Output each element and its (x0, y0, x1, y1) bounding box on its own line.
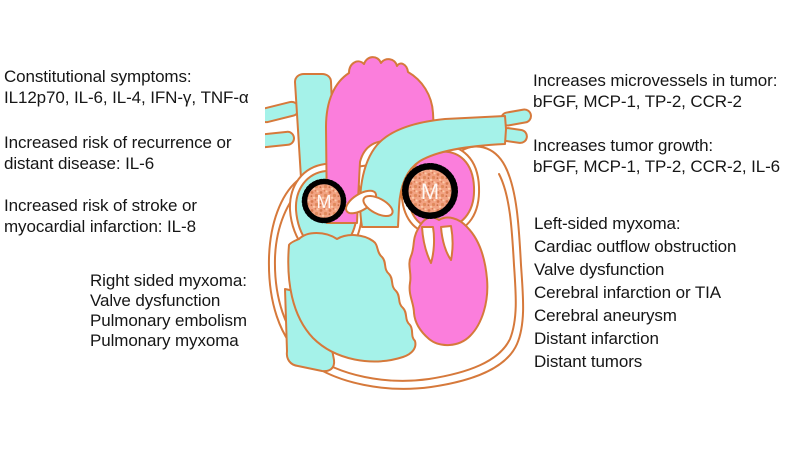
myxoma-label: M (317, 192, 332, 212)
text-line: Right sided myxoma: (90, 271, 247, 290)
right-sided-myxoma-block: Right sided myxoma: Valve dysfunction Pu… (90, 271, 247, 351)
text-line: Valve dysfunction (90, 291, 221, 310)
text-line: Cerebral aneurysm (534, 306, 677, 325)
text-line: bFGF, MCP-1, TP-2, CCR-2 (533, 92, 742, 111)
myxoma-label: M (421, 179, 439, 204)
text-line: bFGF, MCP-1, TP-2, CCR-2, IL-6 (533, 157, 781, 176)
text-line: Pulmonary embolism (90, 311, 247, 330)
pericardium-inner-line (273, 173, 517, 382)
microvessels-block: Increases microvessels in tumor: bFGF, M… (533, 70, 777, 112)
tumor-growth-block: Increases tumor growth: bFGF, MCP-1, TP-… (533, 135, 780, 177)
mitral-leaflet-icon (421, 226, 436, 264)
text-line: Increases tumor growth: (533, 136, 714, 155)
text-line: Cerebral infarction or TIA (534, 283, 721, 302)
left-sided-myxoma-block: Left-sided myxoma: Cardiac outflow obstr… (534, 212, 736, 373)
text-line: Increased risk of recurrence or (4, 133, 232, 152)
text-line: myocardial infarction: IL-8 (4, 217, 196, 236)
valve-leaflet-icon (362, 194, 394, 218)
text-line: distant disease: IL-6 (4, 154, 155, 173)
svc-branch-icon (265, 100, 300, 124)
constitutional-symptoms-block: Constitutional symptoms: IL12p70, IL-6, … (4, 66, 249, 108)
text-line: Pulmonary myxoma (90, 331, 239, 350)
text-line: Increased risk of stroke or (4, 196, 197, 215)
text-line: Valve dysfunction (534, 260, 665, 279)
pulmonary-artery (359, 115, 507, 228)
recurrence-risk-block: Increased risk of recurrence or distant … (4, 132, 232, 174)
text-line: Increases microvessels in tumor: (533, 71, 778, 90)
text-line: Cardiac outflow obstruction (534, 237, 737, 256)
text-line: IL12p70, IL-6, IL-4, IFN-γ, TNF-α (4, 88, 249, 107)
superior-vena-cava (294, 73, 336, 179)
mitral-leaflet-icon (440, 225, 454, 261)
stroke-risk-block: Increased risk of stroke or myocardial i… (4, 195, 197, 237)
text-line: Constitutional symptoms: (4, 67, 192, 86)
heart-diagram: M M (265, 56, 532, 390)
text-line: Distant infarction (534, 329, 659, 348)
right-ventricle (287, 232, 417, 363)
text-line: Distant tumors (534, 352, 643, 371)
myxoma-left-atrium: M (402, 163, 458, 219)
svc-branch-icon (265, 130, 295, 149)
text-line: Left-sided myxoma: (534, 214, 681, 233)
myxoma-right-atrium: M (301, 178, 347, 224)
